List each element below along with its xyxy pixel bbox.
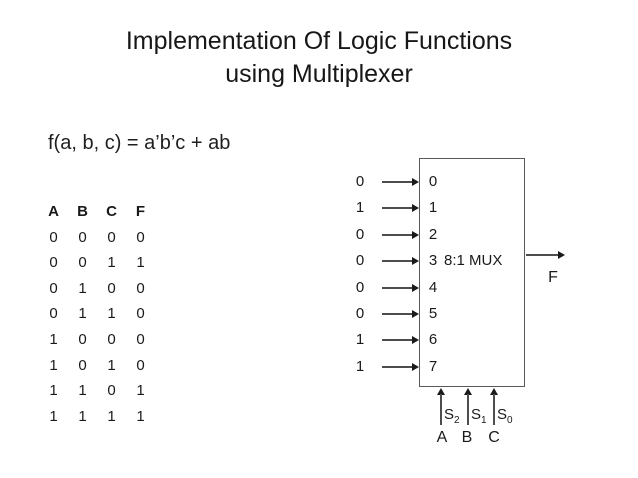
select-label-s0: S0: [497, 406, 513, 426]
input-arrow-line: [382, 287, 413, 289]
truth-table-cell: 1: [136, 382, 145, 400]
input-arrow-head-icon: [412, 363, 419, 371]
mux-port-3: 3: [428, 252, 438, 269]
mux-input-value-6: 1: [355, 331, 365, 348]
truth-table-cell: 0: [136, 356, 145, 374]
select-arrow-head-icon: [464, 388, 472, 395]
truth-table-cell: 0: [78, 254, 87, 272]
mux-input-value-5: 0: [355, 305, 365, 322]
truth-table-header-c: C: [106, 203, 117, 220]
select-label-base: S: [471, 406, 482, 423]
select-signal-b: B: [461, 429, 473, 446]
select-label-sub: 2: [454, 415, 460, 426]
mux-input-value-1: 1: [355, 199, 365, 216]
truth-table-cell: 0: [78, 228, 87, 246]
function-expression: f(a, b, c) = a’b’c + ab: [48, 132, 231, 154]
truth-table-cell: 0: [136, 228, 145, 246]
mux-box: [419, 158, 525, 387]
mux-input-value-3: 0: [355, 252, 365, 269]
truth-table-cell: 1: [49, 356, 58, 374]
input-arrow-line: [382, 234, 413, 236]
input-arrow-line: [382, 313, 413, 315]
select-arrow-line: [467, 394, 469, 425]
input-arrow-line: [382, 366, 413, 368]
truth-table-cell: 0: [107, 330, 116, 348]
truth-table-cell: 0: [78, 356, 87, 374]
mux-port-7: 7: [428, 358, 438, 375]
output-arrow-head-icon: [558, 251, 565, 259]
truth-table: A B C F 0 0 0 0 0 0 1 1 0 1 0 0 0 1 1 0 …: [39, 199, 155, 429]
input-arrow-head-icon: [412, 178, 419, 186]
output-label: F: [548, 269, 558, 286]
mux-input-value-0: 0: [355, 173, 365, 190]
select-arrow-line: [440, 394, 442, 425]
select-label-sub: 0: [507, 415, 513, 426]
truth-table-header-a: A: [48, 203, 59, 220]
select-label-s1: S1: [471, 406, 487, 426]
truth-table-cell: 0: [107, 228, 116, 246]
mux-port-5: 5: [428, 305, 438, 322]
truth-table-cell: 0: [78, 330, 87, 348]
input-arrow-head-icon: [412, 284, 419, 292]
select-arrow-line: [493, 394, 495, 425]
mux-input-value-7: 1: [355, 358, 365, 375]
mux-port-1: 1: [428, 199, 438, 216]
truth-table-cell: 1: [78, 382, 87, 400]
mux-label: 8:1 MUX: [444, 252, 503, 269]
input-arrow-head-icon: [412, 257, 419, 265]
select-arrow-head-icon: [490, 388, 498, 395]
truth-table-header-f: F: [135, 203, 146, 220]
select-label-base: S: [497, 406, 508, 423]
input-arrow-head-icon: [412, 231, 419, 239]
truth-table-cell: 1: [136, 407, 145, 425]
truth-table-cell: 1: [78, 407, 87, 425]
truth-table-cell: 1: [136, 254, 145, 272]
truth-table-cell: 0: [107, 279, 116, 297]
mux-port-0: 0: [428, 173, 438, 190]
truth-table-cell: 1: [49, 330, 58, 348]
input-arrow-line: [382, 181, 413, 183]
truth-table-cell: 0: [107, 382, 116, 400]
truth-table-cell: 1: [107, 356, 116, 374]
select-signal-a: A: [436, 429, 448, 446]
truth-table-cell: 1: [49, 382, 58, 400]
truth-table-cell: 0: [136, 279, 145, 297]
input-arrow-line: [382, 207, 413, 209]
truth-table-cell: 0: [49, 279, 58, 297]
mux-port-2: 2: [428, 226, 438, 243]
truth-table-cell: 1: [49, 407, 58, 425]
input-arrow-head-icon: [412, 204, 419, 212]
mux-port-6: 6: [428, 331, 438, 348]
truth-table-cell: 0: [136, 330, 145, 348]
select-signal-c: C: [488, 429, 500, 446]
truth-table-cell: 1: [78, 279, 87, 297]
truth-table-cell: 1: [107, 254, 116, 272]
output-arrow-line: [526, 254, 558, 256]
slide-title-line-2: using Multiplexer: [225, 60, 413, 88]
mux-input-value-4: 0: [355, 279, 365, 296]
truth-table-cell: 1: [107, 407, 116, 425]
select-arrow-head-icon: [437, 388, 445, 395]
truth-table-cell: 0: [136, 305, 145, 323]
slide-title: Implementation Of Logic Functions using …: [0, 25, 638, 91]
input-arrow-line: [382, 260, 413, 262]
input-arrow-head-icon: [412, 310, 419, 318]
truth-table-cell: 0: [49, 305, 58, 323]
select-label-base: S: [444, 406, 455, 423]
select-label-sub: 1: [481, 415, 487, 426]
truth-table-header-b: B: [77, 203, 88, 220]
truth-table-cell: 1: [78, 305, 87, 323]
input-arrow-head-icon: [412, 336, 419, 344]
select-label-s2: S2: [444, 406, 460, 426]
truth-table-cell: 0: [49, 228, 58, 246]
truth-table-cell: 0: [49, 254, 58, 272]
slide-title-line-1: Implementation Of Logic Functions: [125, 27, 513, 55]
mux-input-value-2: 0: [355, 226, 365, 243]
truth-table-cell: 1: [107, 305, 116, 323]
input-arrow-line: [382, 339, 413, 341]
mux-port-4: 4: [428, 279, 438, 296]
